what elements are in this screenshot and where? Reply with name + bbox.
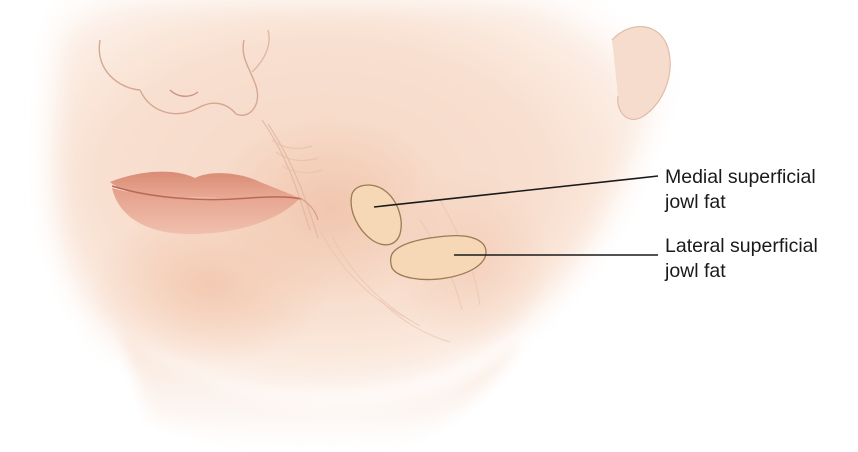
ear [612, 27, 670, 120]
label-lateral-superficial-jowl-fat: Lateral superficial jowl fat [665, 234, 818, 284]
label-lateral-line2: jowl fat [665, 259, 818, 284]
label-lateral-line1: Lateral superficial [665, 234, 818, 259]
label-medial-line1: Medial superficial [665, 165, 816, 190]
label-medial-superficial-jowl-fat: Medial superficial jowl fat [665, 165, 816, 215]
label-medial-line2: jowl fat [665, 190, 816, 215]
